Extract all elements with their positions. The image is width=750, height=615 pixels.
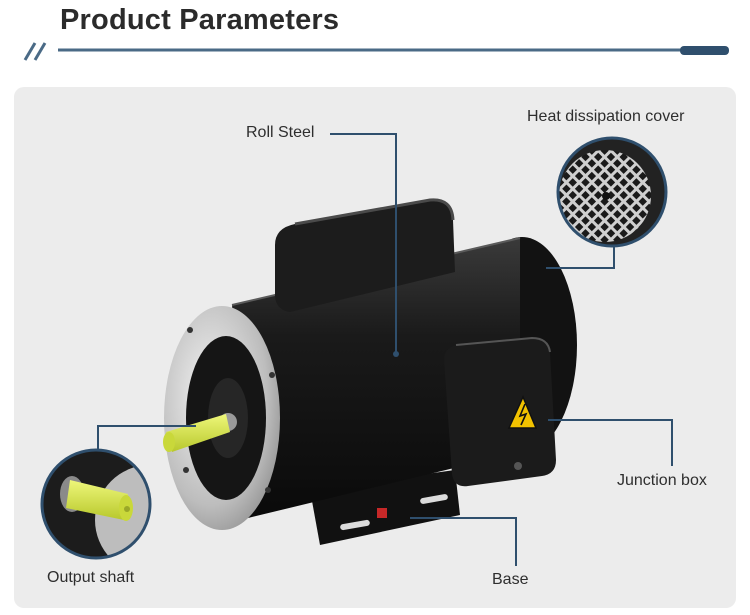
header-divider (23, 42, 729, 61)
label-roll-steel: Roll Steel (246, 124, 315, 141)
label-base: Base (492, 571, 529, 588)
output-shaft (163, 413, 237, 452)
page-title: Product Parameters (60, 4, 340, 36)
nameplate-label (377, 508, 387, 518)
callout-line-output-shaft (97, 425, 196, 450)
junction-box (444, 336, 556, 487)
callout-lines (97, 133, 673, 566)
callout-line-base (410, 517, 517, 566)
header-rule-cap (680, 46, 729, 55)
callout-line-roll-steel (330, 133, 397, 352)
callout-line-heat-cover (546, 246, 615, 269)
output-shaft-inset (40, 448, 152, 560)
capacitor-hump (275, 198, 455, 312)
label-heat-dissipation-cover: Heat dissipation cover (527, 108, 685, 125)
callout-line-junction-box (548, 419, 673, 466)
label-junction-box: Junction box (617, 472, 707, 489)
double-slash-icon (23, 42, 47, 61)
high-voltage-warning-icon (507, 395, 538, 429)
heat-cover-inset (556, 136, 668, 248)
label-output-shaft: Output shaft (47, 569, 135, 586)
